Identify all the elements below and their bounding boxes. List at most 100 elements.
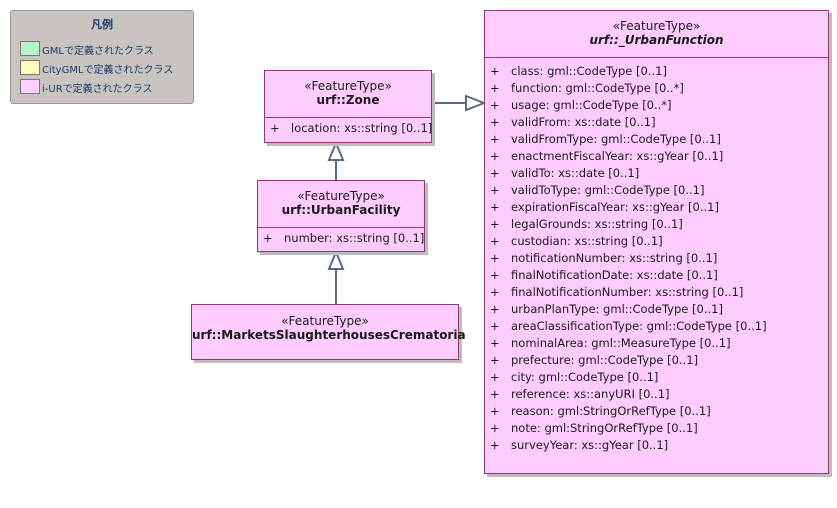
attribute-list: +class: gml::CodeType [0..1]+function: g… xyxy=(485,57,828,454)
legend-title: 凡例 xyxy=(91,18,113,31)
attribute-text: expirationFiscalYear: xs::gYear [0..1] xyxy=(511,200,719,214)
class-urban-facility[interactable]: «FeatureType» urf::UrbanFacility + numbe… xyxy=(257,180,425,252)
class-header: «FeatureType» urf::UrbanFacility xyxy=(258,181,424,227)
attribute-row: + finalNotificationDate: xs::date [0..1] xyxy=(485,267,828,284)
visibility-marker: + xyxy=(490,421,500,435)
class-zone[interactable]: «FeatureType» urf::Zone + location: xs::… xyxy=(264,70,432,143)
attribute-row: + urbanPlanType: gml::CodeType [0..1] xyxy=(485,301,828,318)
visibility-marker: + xyxy=(490,115,500,129)
visibility-marker: + xyxy=(490,251,500,265)
visibility-marker: + xyxy=(490,404,500,418)
attribute-text: number: xs::string [0..1] xyxy=(284,231,425,245)
legend-swatch-iur xyxy=(20,79,40,94)
legend-label-citygml: CityGMLで定義されたクラス xyxy=(42,65,174,76)
attribute-text: validFrom: xs::date [0..1] xyxy=(511,115,656,129)
visibility-marker: + xyxy=(490,336,500,350)
visibility-marker: + xyxy=(490,234,500,248)
generalization-arrowhead xyxy=(465,94,487,112)
attribute-row: + number: xs::string [0..1] xyxy=(258,230,424,247)
visibility-marker: + xyxy=(490,149,500,163)
attribute-row: +nominalArea: gml::MeasureType [0..1] xyxy=(485,335,828,352)
class-header: «FeatureType» urf::Zone xyxy=(265,71,431,117)
legend-swatch-gml xyxy=(20,41,40,56)
generalization-arrowhead xyxy=(327,249,345,270)
visibility-marker: + xyxy=(490,64,500,78)
legend-swatch-citygml xyxy=(20,60,40,75)
stereotype: «FeatureType» xyxy=(304,79,392,93)
visibility-marker: + xyxy=(263,231,273,245)
attribute-text: finalNotificationDate: xs::date [0..1] xyxy=(511,268,718,282)
visibility-marker: + xyxy=(490,319,500,333)
attribute-text: note: gml:StringOrRefType [0..1] xyxy=(511,421,698,435)
class-header: «FeatureType» urf::_UrbanFunction xyxy=(485,11,828,57)
attribute-row: + expirationFiscalYear: xs::gYear [0..1] xyxy=(485,199,828,216)
attribute-row: + enactmentFiscalYear: xs::gYear [0..1] xyxy=(485,148,828,165)
legend: 凡例 GMLで定義されたクラス CityGMLで定義されたクラス i-URで定義… xyxy=(10,10,194,104)
visibility-marker: + xyxy=(490,217,500,231)
attribute-row: + validTo: xs::date [0..1] xyxy=(485,165,828,182)
visibility-marker: + xyxy=(270,121,280,135)
class-name: urf::Zone xyxy=(316,93,380,107)
visibility-marker: + xyxy=(490,285,500,299)
attribute-text: class: gml::CodeType [0..1] xyxy=(511,64,667,78)
attribute-row: + class: gml::CodeType [0..1] xyxy=(485,63,828,80)
attribute-row: + location: xs::string [0..1] xyxy=(265,120,433,137)
attribute-row: +validToType: gml::CodeType [0..1] xyxy=(485,182,828,199)
attribute-text: validFromType: gml::CodeType [0..1] xyxy=(511,132,721,146)
visibility-marker: + xyxy=(490,98,500,112)
attribute-row: + reason: gml:StringOrRefType [0..1] xyxy=(485,403,828,420)
attribute-list: + location: xs::string [0..1] xyxy=(265,117,433,137)
attribute-text: location: xs::string [0..1] xyxy=(291,121,433,135)
attribute-text: validTo: xs::date [0..1] xyxy=(511,166,640,180)
visibility-marker: + xyxy=(490,200,500,214)
visibility-marker: + xyxy=(490,438,500,452)
attribute-row: + validFrom: xs::date [0..1] xyxy=(485,114,828,131)
attribute-row: + finalNotificationNumber: xs::string [0.… xyxy=(485,284,828,301)
attribute-row: + areaClassificationType: gml::CodeType [… xyxy=(485,318,828,335)
generalization-arrowhead xyxy=(327,140,345,161)
visibility-marker: + xyxy=(490,370,500,384)
attribute-text: enactmentFiscalYear: xs::gYear [0..1] xyxy=(511,149,724,163)
class-name: urf::_UrbanFunction xyxy=(589,33,724,47)
attribute-list: + number: xs::string [0..1] xyxy=(258,227,424,247)
legend-label-gml: GMLで定義されたクラス xyxy=(42,46,154,57)
attribute-text: notificationNumber: xs::string [0..1] xyxy=(511,251,718,265)
attribute-row: + notificationNumber: xs::string [0..1] xyxy=(485,250,828,267)
attribute-row: + reference: xs::anyURI [0..1] xyxy=(485,386,828,403)
visibility-marker: + xyxy=(490,132,500,146)
attribute-text: finalNotificationNumber: xs::string [0..… xyxy=(511,285,744,299)
attribute-row: + custodian: xs::string [0..1] xyxy=(485,233,828,250)
visibility-marker: + xyxy=(490,166,500,180)
attribute-text: usage: gml::CodeType [0..*] xyxy=(511,98,672,112)
attribute-text: surveyYear: xs::gYear [0..1] xyxy=(511,438,669,452)
legend-label-iur: i-URで定義されたクラス xyxy=(42,84,153,95)
attribute-text: urbanPlanType: gml::CodeType [0..1] xyxy=(511,302,723,316)
attribute-row: + city: gml::CodeType [0..1] xyxy=(485,369,828,386)
class-header: «FeatureType» urf::MarketsSlaughterhouse… xyxy=(192,305,466,342)
attribute-text: function: gml::CodeType [0..*] xyxy=(511,81,684,95)
attribute-text: areaClassificationType: gml::CodeType [0… xyxy=(511,319,767,333)
class-urban-function[interactable]: «FeatureType» urf::_UrbanFunction + class… xyxy=(484,10,829,474)
attribute-text: custodian: xs::string [0..1] xyxy=(511,234,663,248)
stereotype: «FeatureType» xyxy=(297,189,385,203)
attribute-text: reason: gml:StringOrRefType [0..1] xyxy=(511,404,711,418)
visibility-marker: + xyxy=(490,183,500,197)
visibility-marker: + xyxy=(490,302,500,316)
attribute-row: + function: gml::CodeType [0..*] xyxy=(485,80,828,97)
visibility-marker: + xyxy=(490,268,500,282)
attribute-row: + legalGrounds: xs::string [0..1] xyxy=(485,216,828,233)
class-markets-slaughterhouses-crematoria[interactable]: «FeatureType» urf::MarketsSlaughterhouse… xyxy=(191,304,466,360)
attribute-row: + surveyYear: xs::gYear [0..1] xyxy=(485,437,828,454)
attribute-text: reference: xs::anyURI [0..1] xyxy=(511,387,670,401)
attribute-text: legalGrounds: xs::string [0..1] xyxy=(511,217,683,231)
attribute-row: + note: gml:StringOrRefType [0..1] xyxy=(485,420,828,437)
stereotype: «FeatureType» xyxy=(281,314,369,328)
stereotype: «FeatureType» xyxy=(612,19,701,33)
attribute-row: +prefecture: gml::CodeType [0..1] xyxy=(485,352,828,369)
attribute-row: + validFromType: gml::CodeType [0..1] xyxy=(485,131,828,148)
attribute-text: city: gml::CodeType [0..1] xyxy=(511,370,659,384)
visibility-marker: + xyxy=(490,387,500,401)
class-name: urf::UrbanFacility xyxy=(281,203,401,217)
visibility-marker: + xyxy=(490,81,500,95)
